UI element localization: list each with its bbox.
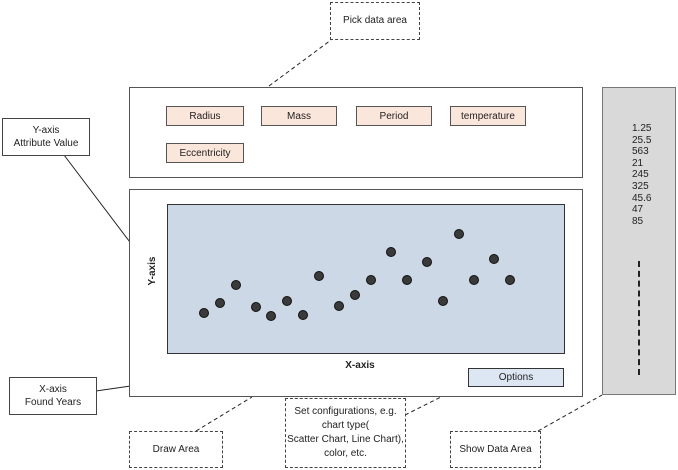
- scatter-plot-area[interactable]: [167, 204, 565, 354]
- config-line: Set configurations, e.g.: [294, 406, 397, 417]
- scatter-point[interactable]: [385, 246, 396, 257]
- data-value: 1.25: [632, 123, 652, 134]
- data-value: 47: [632, 204, 644, 216]
- data-value: 325: [632, 180, 649, 192]
- scatter-point[interactable]: [314, 270, 325, 281]
- x-axis-note-line2: Found Years: [24, 397, 82, 408]
- show-data-area-callout: Show Data Area: [450, 431, 541, 468]
- pick-data-panel: [129, 87, 583, 178]
- attribute-button-mass[interactable]: Mass: [261, 106, 337, 126]
- data-value: 25.5: [632, 134, 652, 146]
- x-axis-note: X-axis Found Years: [9, 377, 97, 415]
- attribute-button-radius[interactable]: Radius: [166, 106, 244, 126]
- scatter-point[interactable]: [505, 275, 516, 285]
- attribute-label: Eccentricity: [179, 147, 231, 159]
- scatter-point[interactable]: [469, 275, 480, 285]
- draw-area-callout: Draw Area: [129, 431, 223, 468]
- draw-area-label: Draw Area: [152, 443, 200, 455]
- attribute-label: Radius: [189, 110, 221, 122]
- attribute-button-temperature[interactable]: temperature: [450, 106, 526, 126]
- scatter-point[interactable]: [453, 228, 464, 239]
- scatter-point[interactable]: [437, 296, 448, 306]
- x-axis-label: X-axis: [345, 360, 375, 371]
- pick-data-area-callout: Pick data area: [330, 2, 420, 40]
- scatter-point[interactable]: [401, 275, 412, 285]
- data-value: 45.6: [632, 192, 652, 204]
- attribute-label: temperature: [461, 110, 515, 122]
- attribute-button-period[interactable]: Period: [356, 106, 432, 126]
- y-axis-note-line2: Attribute Value: [13, 138, 79, 149]
- attribute-button-eccentricity[interactable]: Eccentricity: [166, 143, 244, 163]
- scatter-point[interactable]: [230, 279, 241, 290]
- attribute-label: Period: [379, 110, 409, 122]
- scatter-point[interactable]: [214, 297, 225, 308]
- scatter-point[interactable]: [421, 257, 432, 267]
- scatter-point[interactable]: [350, 290, 361, 300]
- scatter-point[interactable]: [266, 311, 277, 321]
- scatter-point[interactable]: [298, 309, 309, 320]
- scatter-point[interactable]: [198, 308, 209, 318]
- scatter-point[interactable]: [334, 300, 345, 311]
- show-data-area-label: Show Data Area: [459, 443, 532, 455]
- attribute-label: Mass: [287, 110, 311, 122]
- scatter-point[interactable]: [365, 275, 376, 285]
- y-axis-label: Y-axis: [147, 256, 158, 286]
- data-continuation-line: [638, 261, 640, 375]
- data-value: 563: [632, 146, 649, 158]
- scatter-point[interactable]: [489, 254, 500, 264]
- y-axis-note-line1: Y-axis: [32, 125, 60, 136]
- config-line: color, etc.: [324, 448, 367, 459]
- data-value: 85: [632, 215, 644, 227]
- scatter-point[interactable]: [282, 296, 293, 306]
- options-button-label: Options: [498, 372, 534, 383]
- config-line: Scatter Chart, Line Chart),: [287, 434, 404, 445]
- config-callout: Set configurations, e.g. chart type( Sca…: [285, 398, 406, 468]
- pick-data-area-label: Pick data area: [343, 15, 407, 26]
- options-button[interactable]: Options: [468, 368, 564, 387]
- y-axis-note: Y-axis Attribute Value: [2, 118, 90, 156]
- config-line: chart type(: [321, 420, 370, 431]
- data-value: 21: [632, 157, 644, 169]
- data-value: 245: [632, 169, 649, 181]
- scatter-point[interactable]: [250, 302, 261, 312]
- x-axis-note-line1: X-axis: [39, 384, 67, 395]
